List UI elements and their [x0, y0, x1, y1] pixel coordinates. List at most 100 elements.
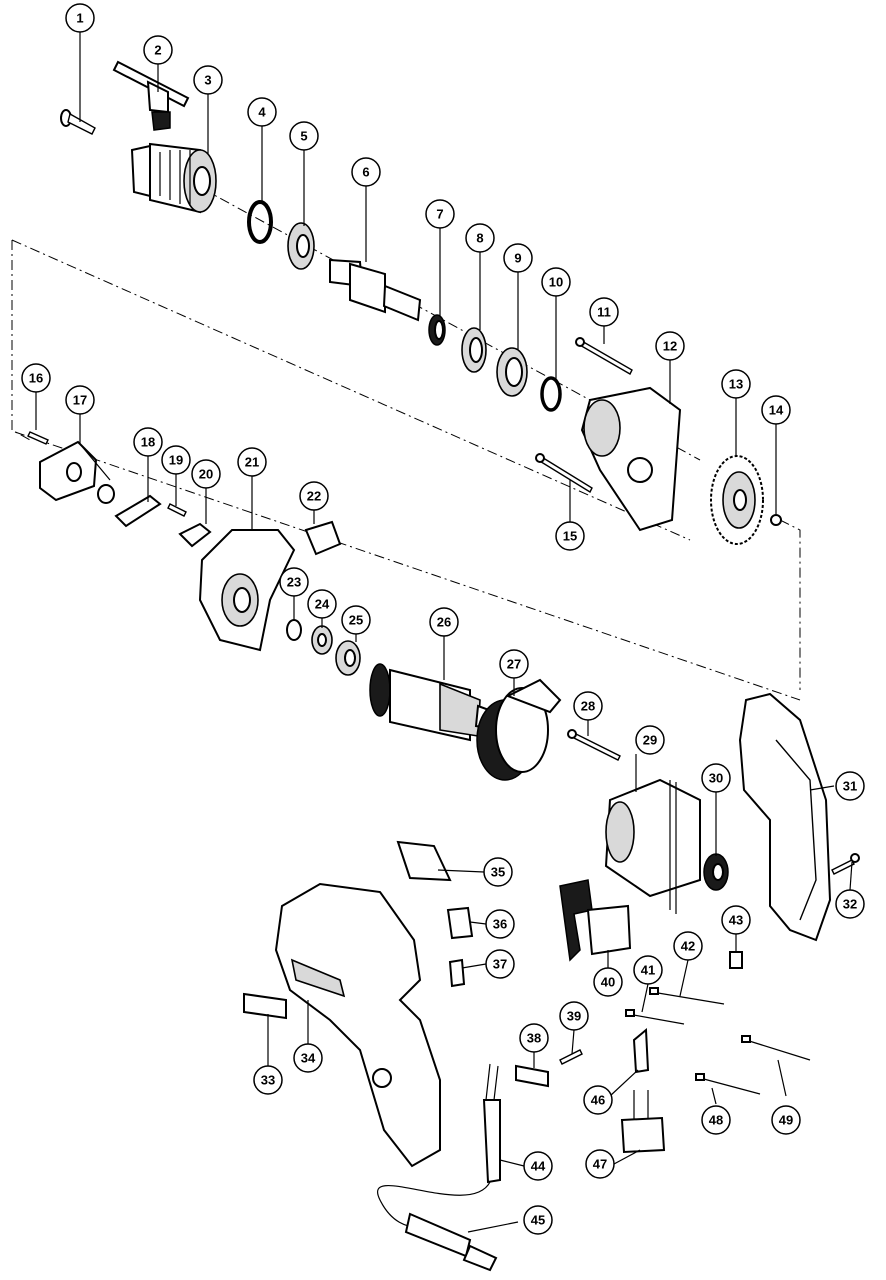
part-29-stator — [604, 778, 701, 914]
callout-label: 6 — [362, 165, 369, 180]
part-33-label — [243, 992, 287, 1020]
part-35-nameplate — [396, 840, 452, 882]
part-2-chuck-key — [112, 60, 190, 131]
part-31-housing-half — [738, 692, 832, 942]
part-41-internal-wire — [625, 1009, 685, 1025]
callout-29: 29 — [635, 725, 665, 755]
part-11-screw — [575, 337, 633, 375]
callout-label: 14 — [769, 403, 784, 418]
callout-label: 38 — [527, 1031, 541, 1046]
callout-label: 22 — [307, 489, 321, 504]
part-10-retaining-ring — [540, 376, 562, 412]
callout-40: 40 — [593, 967, 623, 997]
part-47-noise-suppressor — [620, 1090, 666, 1154]
callout-32: 32 — [835, 889, 865, 919]
callout-label: 35 — [491, 865, 505, 880]
callout-16: 16 — [21, 363, 51, 393]
callout-28: 28 — [573, 691, 603, 721]
callout-18: 18 — [133, 427, 163, 457]
part-22-carbon-brush — [304, 520, 342, 556]
part-14-steel-ball — [770, 514, 782, 526]
callout-label: 33 — [261, 1073, 275, 1088]
callout-7: 7 — [425, 199, 455, 229]
callout-leaders — [35, 32, 853, 1233]
part-49-wire — [741, 1035, 811, 1061]
callout-label: 4 — [258, 105, 266, 120]
callout-label: 20 — [199, 467, 213, 482]
callout-22: 22 — [299, 481, 329, 511]
part-18-plate — [114, 494, 162, 528]
callout-8: 8 — [465, 223, 495, 253]
callout-1: 1 — [65, 3, 95, 33]
callout-39: 39 — [559, 1001, 589, 1031]
callout-49: 49 — [771, 1105, 801, 1135]
callout-label: 49 — [779, 1113, 793, 1128]
part-34-main-housing — [274, 882, 441, 1168]
part-5-washer — [287, 222, 315, 270]
callout-36: 36 — [485, 909, 515, 939]
callout-label: 3 — [204, 73, 211, 88]
part-16-screw — [27, 431, 49, 445]
callout-label: 40 — [601, 975, 615, 990]
part-42-internal-wire — [649, 987, 725, 1005]
callout-43: 43 — [721, 905, 751, 935]
part-3-drill-chuck — [130, 142, 217, 214]
callout-label: 37 — [493, 957, 507, 972]
part-30-ball-bearing — [703, 853, 729, 891]
part-24-washer — [311, 625, 333, 655]
callout-label: 41 — [641, 963, 655, 978]
part-23-washer — [286, 619, 302, 641]
callout-label: 29 — [643, 733, 657, 748]
part-19-screw — [167, 503, 187, 517]
part-27-fan-guide — [476, 678, 562, 781]
callout-label: 26 — [437, 615, 451, 630]
part-21-gear-housing — [198, 529, 296, 652]
callout-42: 42 — [673, 931, 703, 961]
part-4-retaining-ring — [247, 200, 273, 244]
callout-23: 23 — [279, 567, 309, 597]
callout-17: 17 — [65, 385, 95, 415]
part-37-spring — [448, 958, 466, 988]
callout-label: 19 — [169, 453, 183, 468]
part-17-holder-plate — [39, 440, 115, 504]
callout-label: 15 — [563, 529, 577, 544]
callout-46: 46 — [583, 1085, 613, 1115]
callout-41: 41 — [633, 955, 663, 985]
part-40-switch — [559, 879, 632, 962]
callout-label: 13 — [729, 377, 743, 392]
callout-label: 11 — [597, 305, 611, 320]
callout-label: 45 — [531, 1213, 545, 1228]
part-38-cord-clamp — [515, 1064, 549, 1088]
part-32-screw — [831, 853, 860, 875]
callout-11: 11 — [589, 297, 619, 327]
part-13-gear — [710, 455, 764, 545]
callout-label: 16 — [29, 371, 43, 386]
callout-label: 9 — [514, 251, 521, 266]
callout-24: 24 — [307, 589, 337, 619]
part-20-spring-clip — [178, 522, 212, 548]
part-25-ball-bearing — [335, 640, 361, 676]
part-44-cord-armor — [482, 1063, 501, 1184]
callout-label: 5 — [300, 129, 307, 144]
callout-label: 23 — [287, 575, 301, 590]
part-8-ring — [461, 327, 487, 373]
callout-label: 28 — [581, 699, 595, 714]
callout-2: 2 — [143, 35, 173, 65]
part-7-spring — [428, 314, 446, 346]
part-46-terminal — [632, 1027, 650, 1074]
part-43-stopper — [729, 951, 743, 969]
callout-label: 24 — [315, 597, 330, 612]
callout-14: 14 — [761, 395, 791, 425]
callout-label: 18 — [141, 435, 155, 450]
callout-45: 45 — [523, 1205, 553, 1235]
callout-label: 39 — [567, 1009, 581, 1024]
callout-31: 31 — [835, 771, 865, 801]
callout-label: 30 — [709, 771, 723, 786]
callout-34: 34 — [293, 1043, 323, 1073]
part-45-cord — [377, 1181, 498, 1272]
callout-label: 12 — [663, 339, 677, 354]
callout-label: 47 — [593, 1157, 607, 1172]
callout-15: 15 — [555, 521, 585, 551]
callout-38: 38 — [519, 1023, 549, 1053]
part-15-screw — [535, 453, 593, 493]
